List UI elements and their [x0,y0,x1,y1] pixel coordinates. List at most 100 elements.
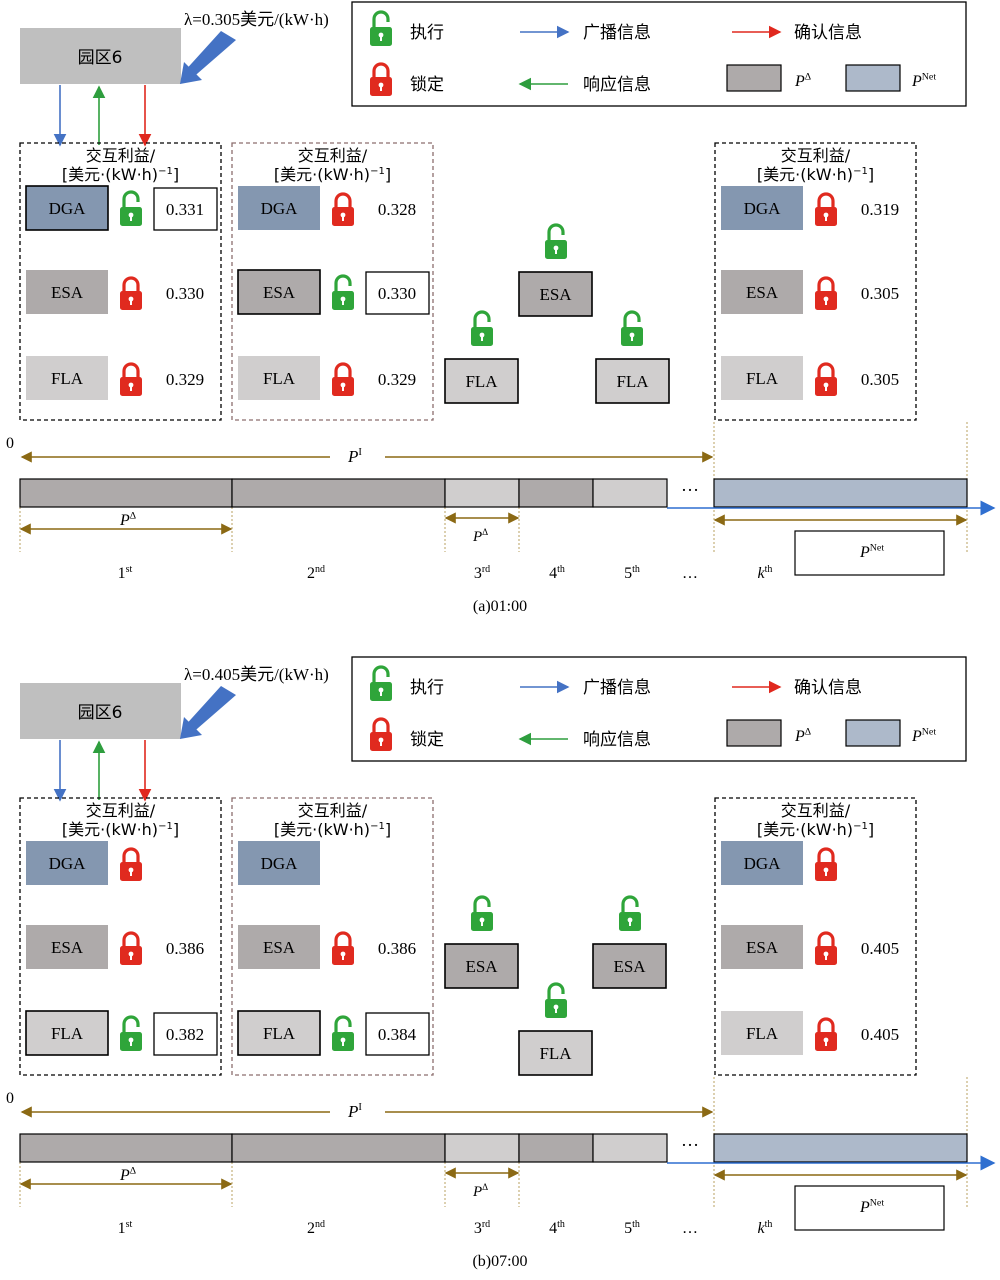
tick-sup: th [632,1219,640,1230]
lock-keyhole-slot [342,385,344,391]
lock-icon [370,717,392,751]
agent-box-border [19,797,222,1076]
benefit-value: 0.386 [378,939,416,958]
timeline-net-segment [713,478,968,508]
unlocked-icon [370,10,392,46]
unlocked-icon [545,223,567,259]
agent-bar-fill [26,356,108,400]
panel-caption: (b)07:00 [472,1253,527,1270]
box-header-end: ] [868,820,874,839]
unlocked-icon [332,1015,354,1051]
box-header-line2: [美元·(kW·h)−1] [757,820,874,839]
legend-p-net-label-sup: Net [922,727,937,738]
p-net-label-box [794,530,945,576]
timeline-segment [592,1133,668,1163]
legend-p-net-label: PNet [911,72,936,90]
box-header-unit: [美元·(kW·h) [62,165,158,184]
timeline-dots: … [681,475,699,495]
lock-shackle [817,362,835,378]
agent-box-border [714,142,917,421]
timeline-segment [592,478,668,508]
lock-keyhole-slot [342,299,344,305]
lock-shackle [623,310,641,328]
selected-value-box [153,187,218,231]
tick-main: … [682,565,698,582]
lock-keyhole-slot [631,335,633,341]
lock-shackle [122,1015,140,1033]
legend-response-label: 响应信息 [583,730,651,750]
unlocked-icon [120,190,142,226]
agent-bar-esa: ESA [238,925,320,969]
lock-icon [815,931,837,965]
tick-main: 2 [307,565,315,582]
legend-p-net-label-sup: Net [922,72,937,83]
tick-main: 4 [549,1220,557,1237]
unlocked-icon [120,1015,142,1051]
agent-bar-fill [26,841,108,885]
agent-bar-label: FLA [263,369,296,388]
lock-keyhole-slot [481,920,483,926]
tick-label: 4th [549,564,565,582]
panel-caption: (a)01:00 [473,598,527,615]
tick-main: 2 [307,1220,315,1237]
lock-keyhole-slot [380,690,382,696]
tick-sup: th [557,1219,565,1230]
lock-keyhole-slot [629,920,631,926]
lock-shackle [473,895,491,913]
lock-keyhole-slot [380,740,382,746]
benefit-value: 0.331 [166,200,204,219]
agent-bar-fill [238,356,320,400]
lock-shackle [122,190,140,208]
agent-bar-fill [721,270,803,314]
agent-bar-fla: FLA [595,358,670,404]
lock-icon [815,192,837,226]
tick-label: 2nd [307,564,325,582]
lock-shackle [122,847,140,863]
benefit-value: 0.305 [861,284,899,303]
timeline-net-segment [713,1133,968,1163]
box-header-end: ] [173,165,179,184]
p-net-label: PNet [859,1198,884,1216]
tick-label: 5th [624,564,640,582]
unlocked-icon [545,982,567,1018]
timeline-dots: … [681,1130,699,1150]
agent-bar-label: ESA [263,283,296,302]
lock-shackle [817,847,835,863]
legend-lock-label: 锁定 [410,75,444,95]
agent-bar-dga: DGA [25,185,109,231]
park-label: 园区6 [78,48,123,68]
lock-shackle [372,665,390,683]
p-delta-label-1: PΔ [119,1166,136,1184]
tick-label: 2nd [307,1219,325,1237]
box-header-exp: −1 [853,166,868,177]
tick-sup: th [765,564,773,575]
legend-response-label: 响应信息 [583,75,651,95]
p-net-label-sup: Net [870,1198,885,1209]
lock-icon [120,362,142,396]
agent-bar-fla: FLA [26,356,108,400]
agent-bar-fill [721,186,803,230]
benefit-value: 0.319 [861,200,899,219]
agent-bar-fla: FLA [25,1010,109,1056]
agent-bar-fill [721,841,803,885]
agent-bar-fill [518,1030,593,1076]
lock-keyhole-slot [130,1040,132,1046]
agent-bar-label: FLA [51,1024,84,1043]
box-header-line1: 交互利益/ [781,146,851,165]
box-header-line1: 交互利益/ [298,146,368,165]
agent-bar-label: FLA [51,369,84,388]
box-header-exp: −1 [158,166,173,177]
lock-shackle [473,310,491,328]
agent-bar-label: DGA [49,199,87,218]
box-header-unit: [美元·(kW·h) [757,165,853,184]
legend-p-net-label: PNet [911,727,936,745]
box-header-end: ] [385,820,391,839]
park-label: 园区6 [78,703,123,723]
timeline-segment [19,1133,233,1163]
p-delta-label-3-sup: Δ [482,528,488,538]
